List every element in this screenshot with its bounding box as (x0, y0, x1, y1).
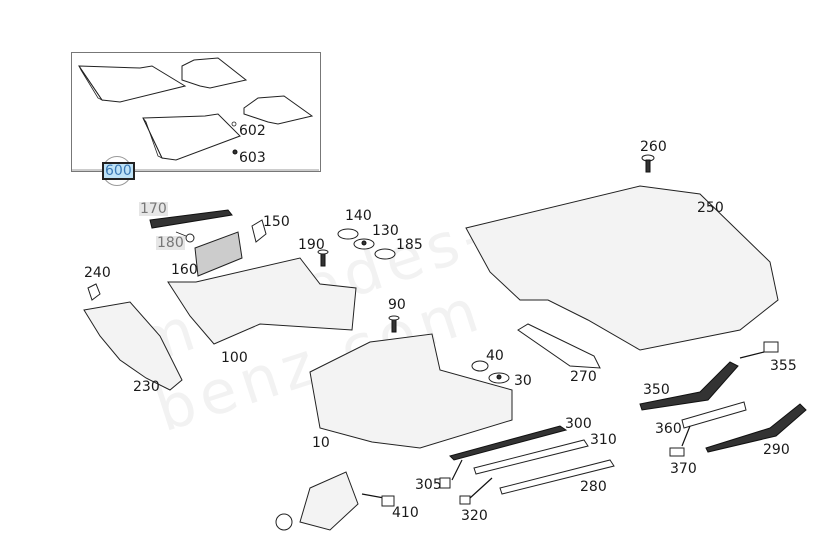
clip-150[interactable] (251, 219, 267, 243)
lamp-strip-360[interactable] (681, 401, 747, 429)
callout-270[interactable]: 270 (570, 369, 597, 385)
callout-230[interactable]: 230 (133, 379, 160, 395)
button-140[interactable] (337, 228, 359, 240)
callout-170[interactable]: 170 (139, 201, 168, 217)
callout-180[interactable]: 180 (156, 235, 185, 251)
callout-360[interactable]: 360 (655, 421, 682, 437)
callout-410[interactable]: 410 (392, 505, 419, 521)
callout-30[interactable]: 30 (514, 373, 532, 389)
connector-410[interactable] (381, 495, 395, 507)
callout-160[interactable]: 160 (171, 262, 198, 278)
lamp-strip-310[interactable] (473, 439, 589, 475)
wire (451, 459, 463, 481)
grille-160[interactable] (194, 231, 243, 277)
trim-strip-170[interactable] (149, 209, 233, 229)
bolt-90[interactable] (388, 315, 400, 333)
connector-305[interactable] (439, 477, 451, 489)
callout-300[interactable]: 300 (565, 416, 592, 432)
callout-100[interactable]: 100 (221, 350, 248, 366)
callout-290[interactable]: 290 (763, 442, 790, 458)
callout-150[interactable]: 150 (263, 214, 290, 230)
lamp-unit-355[interactable] (739, 341, 779, 359)
fastener-602[interactable] (231, 121, 237, 127)
callout-370[interactable]: 370 (670, 461, 697, 477)
callout-250[interactable]: 250 (697, 200, 724, 216)
sill-trim-300[interactable] (449, 425, 568, 461)
floor-carpet-10[interactable] (309, 333, 513, 449)
callout-600[interactable]: 600 (102, 162, 135, 180)
grommet-130[interactable] (353, 238, 375, 250)
floor-mat-rear-left[interactable] (181, 57, 248, 89)
callout-130[interactable]: 130 (372, 223, 399, 239)
callout-10[interactable]: 10 (312, 435, 330, 451)
callout-90[interactable]: 90 (388, 297, 406, 313)
wire (361, 493, 385, 499)
callout-240[interactable]: 240 (84, 265, 111, 281)
callout-260[interactable]: 260 (640, 139, 667, 155)
floor-mat-set-frame (71, 52, 321, 172)
sill-plate-290[interactable] (705, 403, 807, 453)
wire (681, 425, 691, 447)
floor-carpet-250[interactable] (465, 185, 779, 351)
floor-mat-front-left[interactable] (78, 65, 187, 103)
connector-370[interactable] (669, 447, 685, 457)
callout-602[interactable]: 602 (239, 123, 266, 139)
callout-310[interactable]: 310 (590, 432, 617, 448)
callout-350[interactable]: 350 (643, 382, 670, 398)
floor-mat-front-right[interactable] (142, 113, 241, 161)
callout-320[interactable]: 320 (461, 508, 488, 524)
bracket-230[interactable] (83, 301, 183, 391)
callout-140[interactable]: 140 (345, 208, 372, 224)
callout-190[interactable]: 190 (298, 237, 325, 253)
insulation-270[interactable] (517, 323, 601, 369)
fastener-603[interactable] (232, 149, 238, 155)
bolt-190[interactable] (317, 249, 329, 267)
grommet-round[interactable] (275, 513, 293, 531)
button-40[interactable] (471, 360, 489, 372)
callout-603[interactable]: 603 (239, 150, 266, 166)
floor-carpet-100[interactable] (167, 257, 357, 345)
callout-40[interactable]: 40 (486, 348, 504, 364)
cover-410[interactable] (299, 471, 359, 531)
clip-240[interactable] (87, 283, 101, 301)
holder-185[interactable] (374, 248, 396, 260)
callout-305[interactable]: 305 (415, 477, 442, 493)
callout-355[interactable]: 355 (770, 358, 797, 374)
floor-mat-rear-right[interactable] (243, 95, 314, 125)
callout-185[interactable]: 185 (396, 237, 423, 253)
sill-trim-350[interactable] (639, 361, 739, 411)
grommet-30[interactable] (488, 372, 510, 384)
sill-plate-280[interactable] (499, 459, 615, 495)
connector-320[interactable] (459, 495, 471, 505)
wire (469, 477, 493, 499)
screw-180[interactable] (175, 231, 195, 243)
callout-280[interactable]: 280 (580, 479, 607, 495)
screw-260[interactable] (641, 154, 655, 173)
